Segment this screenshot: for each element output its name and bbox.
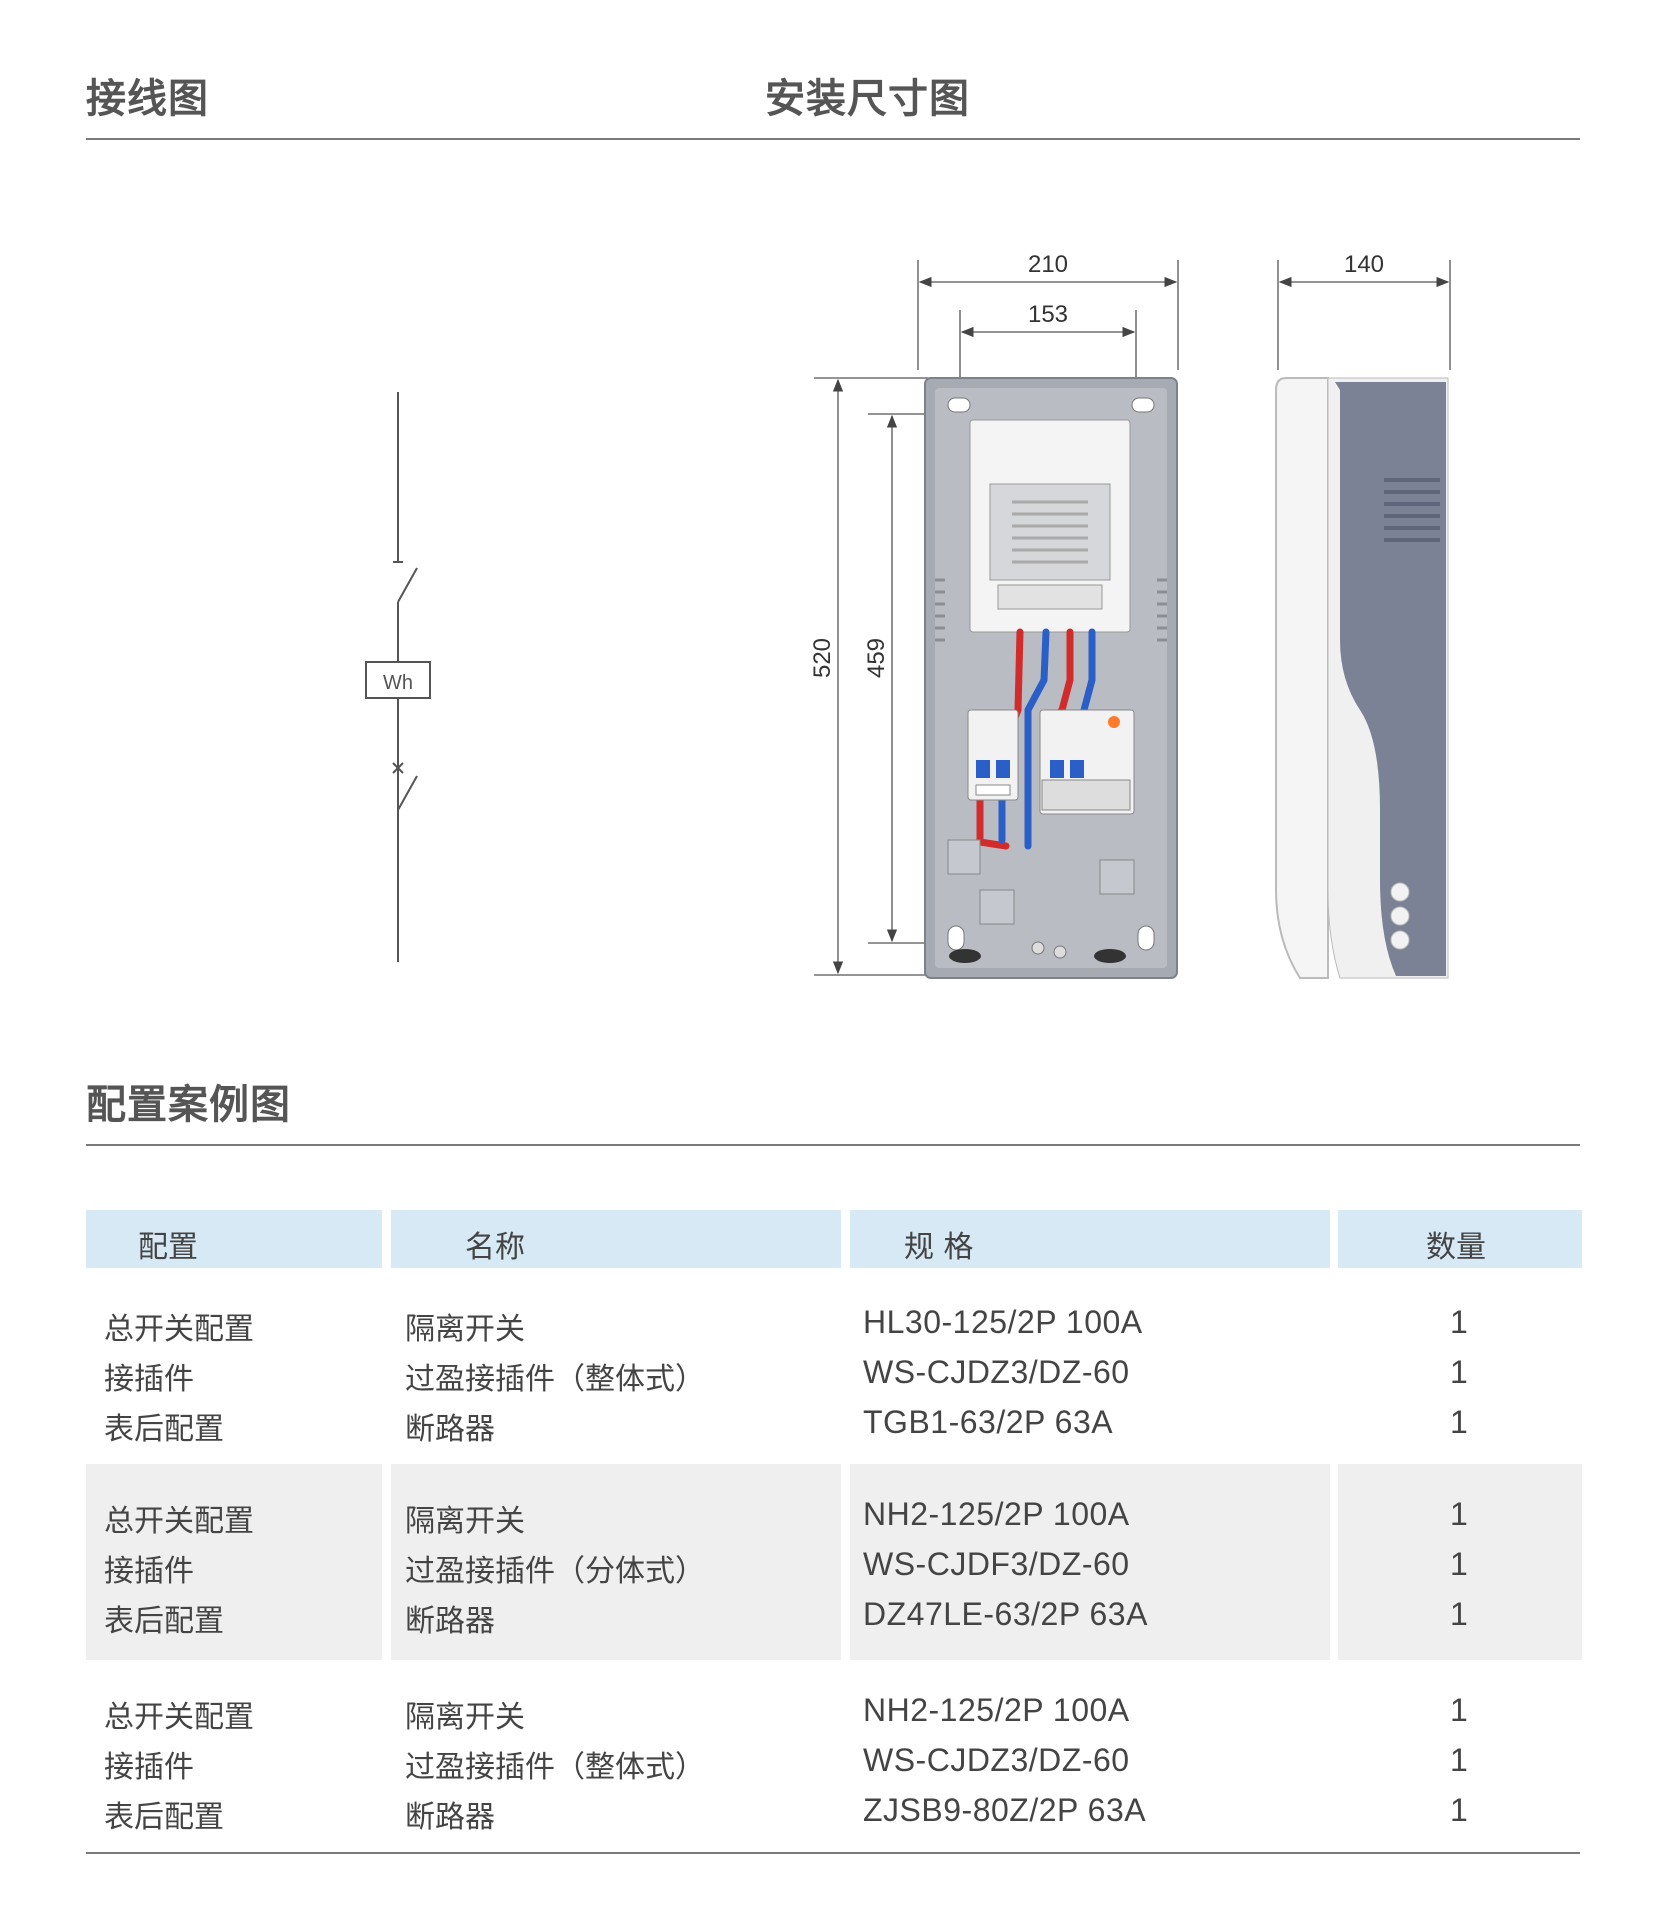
spec-cell: WS-CJDZ3/DZ-60	[863, 1354, 1130, 1390]
name-cell: 隔离开关	[405, 1700, 525, 1735]
config-example-title: 配置案例图	[86, 1082, 291, 1128]
name-cell: 隔离开关	[405, 1312, 525, 1347]
wiring-diagram-title: 接线图	[86, 76, 209, 122]
dim-depth-label: 140	[1344, 251, 1384, 278]
table-bottom-rule	[86, 1852, 1580, 1854]
spec-cell: HL30-125/2P 100A	[863, 1304, 1143, 1340]
name-cell: 断路器	[405, 1604, 495, 1639]
spec-cell: WS-CJDF3/DZ-60	[863, 1546, 1130, 1582]
config-cell: 表后配置	[104, 1412, 224, 1447]
config-cell: 总开关配置	[104, 1700, 254, 1735]
qty-cell: 1	[1450, 1692, 1468, 1728]
installation-drawing: 210 153 140 520 459	[809, 251, 1451, 979]
config-cell: 表后配置	[104, 1604, 224, 1639]
shaded-cell-bg	[850, 1464, 1330, 1660]
qty-cell: 1	[1450, 1354, 1468, 1390]
dim-hole-height-label: 459	[863, 638, 890, 678]
config-divider	[86, 1144, 1580, 1146]
meter-label: Wh	[383, 672, 413, 694]
qty-cell: 1	[1450, 1304, 1468, 1340]
header-qty: 数量	[1426, 1230, 1486, 1265]
table-header-config: 配置	[86, 1210, 382, 1268]
dim-height-label: 520	[809, 638, 836, 678]
spec-cell: TGB1-63/2P 63A	[863, 1404, 1114, 1440]
dim-hole-spacing-label: 153	[1028, 301, 1068, 328]
name-cell: 过盈接插件（整体式）	[405, 1362, 705, 1397]
config-cell: 表后配置	[104, 1800, 224, 1835]
table-header-qty: 数量	[1338, 1210, 1582, 1268]
spec-cell: DZ47LE-63/2P 63A	[863, 1596, 1148, 1632]
header-spec: 规 格	[904, 1230, 974, 1265]
name-cell: 断路器	[405, 1800, 495, 1835]
top-divider	[86, 138, 1580, 140]
config-cell: 接插件	[104, 1750, 194, 1785]
config-cell: 总开关配置	[104, 1504, 254, 1539]
config-cell: 总开关配置	[104, 1312, 254, 1347]
spec-cell: NH2-125/2P 100A	[863, 1692, 1130, 1728]
qty-cell: 1	[1450, 1496, 1468, 1532]
spec-cell: WS-CJDZ3/DZ-60	[863, 1742, 1130, 1778]
qty-cell: 1	[1450, 1792, 1468, 1828]
spec-cell: NH2-125/2P 100A	[863, 1496, 1130, 1532]
header-config: 配置	[138, 1230, 198, 1265]
name-cell: 过盈接插件（整体式）	[405, 1750, 705, 1785]
shaded-cell-bg	[391, 1464, 841, 1660]
table-row-group: 总开关配置 接插件 表后配置 隔离开关 过盈接插件（整体式） 断路器 NH2-1…	[86, 1660, 1582, 1856]
name-cell: 隔离开关	[405, 1504, 525, 1539]
table-header-name: 名称	[391, 1210, 841, 1268]
table-row-group: 总开关配置 接插件 表后配置 隔离开关 过盈接插件（整体式） 断路器 HL30-…	[86, 1288, 1582, 1464]
install-dimension-title: 安装尺寸图	[765, 76, 970, 122]
config-cell: 接插件	[104, 1554, 194, 1589]
dim-width-label: 210	[1028, 251, 1068, 278]
config-cell: 接插件	[104, 1362, 194, 1397]
qty-cell: 1	[1450, 1546, 1468, 1582]
spec-cell: ZJSB9-80Z/2P 63A	[863, 1792, 1147, 1828]
table-header-spec: 规 格	[850, 1210, 1330, 1268]
name-cell: 断路器	[405, 1412, 495, 1447]
qty-cell: 1	[1450, 1742, 1468, 1778]
qty-cell: 1	[1450, 1596, 1468, 1632]
wiring-diagram: Wh	[365, 392, 431, 962]
side-view-box	[1275, 377, 1449, 979]
front-view-box	[924, 377, 1178, 979]
shaded-cell-bg	[86, 1464, 382, 1660]
qty-cell: 1	[1450, 1404, 1468, 1440]
header-name: 名称	[465, 1230, 525, 1265]
shaded-cell-bg	[1338, 1464, 1582, 1660]
table-row-group: 总开关配置 接插件 表后配置 隔离开关 过盈接插件（分体式） 断路器 NH2-1…	[86, 1464, 1582, 1660]
name-cell: 过盈接插件（分体式）	[405, 1554, 705, 1589]
